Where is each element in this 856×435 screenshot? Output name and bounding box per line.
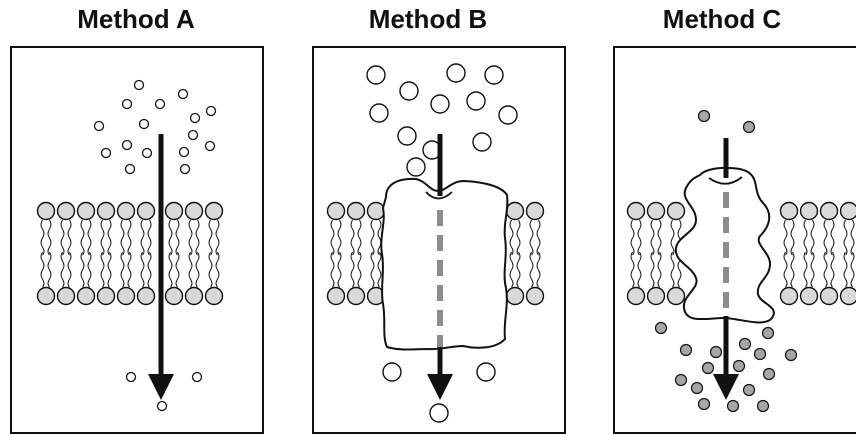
method-b-channel-mouth	[425, 191, 453, 200]
method-b-arrow	[427, 134, 453, 400]
method-b-title: Method B	[368, 4, 488, 34]
method-a-arrow	[148, 134, 174, 400]
method-a-molecules-top	[93, 79, 217, 175]
method-b-panel	[312, 46, 566, 434]
method-b-molecules-bottom	[382, 362, 496, 423]
method-c-panel	[613, 46, 856, 434]
method-c-title: Method C	[662, 4, 782, 34]
method-b-molecules-top	[366, 63, 518, 177]
method-c-arrow	[713, 138, 739, 400]
method-a-molecules-bottom	[125, 371, 203, 412]
method-a-frame	[10, 46, 264, 434]
method-c-carrier-mouth	[708, 176, 743, 185]
method-a-panel	[10, 46, 264, 434]
method-c-molecules-top	[697, 109, 756, 134]
method-a-title: Method A	[77, 4, 195, 34]
method-b-channel-protein	[380, 177, 509, 351]
method-c-molecules-bottom	[654, 321, 798, 413]
